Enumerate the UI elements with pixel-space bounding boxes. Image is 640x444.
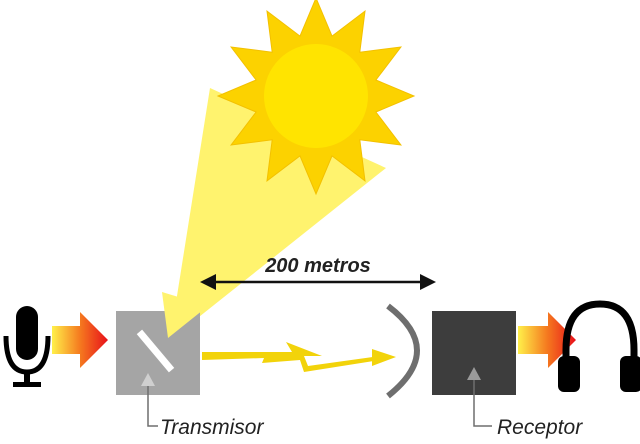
receiver-label: Receptor: [497, 416, 583, 439]
audio-input-arrow: [52, 312, 108, 368]
transmitter-label: Transmisor: [160, 416, 264, 439]
audio-output-arrow: [518, 312, 576, 368]
transmitter-leader-line: [147, 386, 158, 427]
signal-arrowhead: [372, 349, 396, 366]
microphone-icon: [3, 306, 51, 387]
headphones-icon: [558, 300, 640, 392]
receiver-dish: [386, 303, 420, 399]
lightning-bolt-icon: [202, 342, 380, 372]
distance-label: 200 metros: [264, 255, 371, 277]
sunlight-arrowhead: [162, 292, 208, 338]
receiver-leader-line: [473, 380, 492, 427]
transmitter-box: [116, 311, 200, 395]
distance-arrow: [200, 274, 436, 290]
sun-icon: [216, 0, 416, 196]
mirror: [136, 329, 175, 373]
